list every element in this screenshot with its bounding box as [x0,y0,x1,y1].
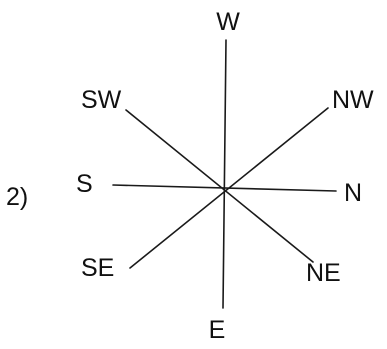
label-bottom-right: NE [306,259,341,287]
problem-number: 2) [6,183,28,211]
label-left: S [76,170,93,198]
spoke-diagonal-sw-ne [125,109,314,263]
spoke-horizontal [112,184,337,192]
label-right: N [344,179,362,207]
label-bottom: E [209,316,226,344]
label-bottom-left: SE [81,254,114,282]
spoke-diagonal-nw-se [129,107,329,269]
label-top-left: SW [81,86,122,114]
label-top: W [216,8,240,36]
compass-spokes [112,39,337,309]
label-top-right: NW [332,86,374,114]
spoke-vertical [222,39,227,309]
